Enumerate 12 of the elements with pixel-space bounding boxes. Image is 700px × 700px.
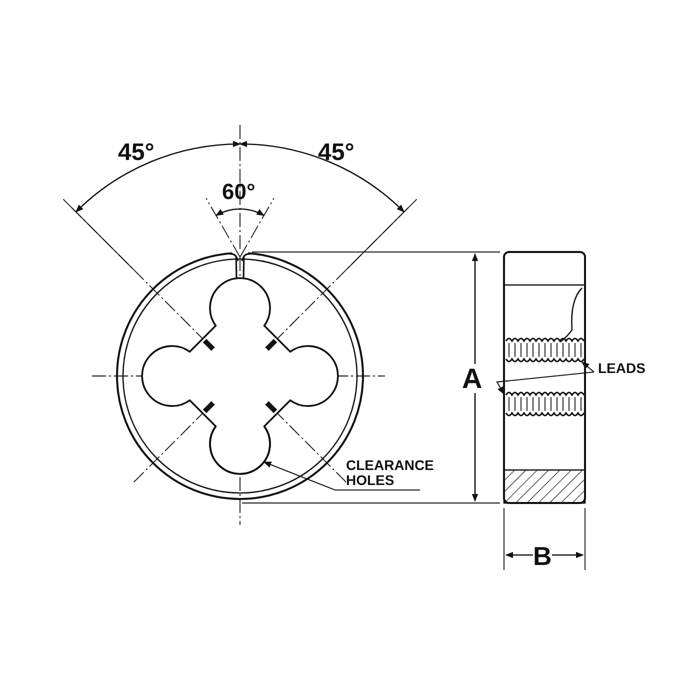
callout-text: LEADS [598, 361, 658, 376]
angle-label: 45° [318, 140, 354, 166]
leader-line [263, 461, 420, 491]
upper-thread-lead [505, 338, 585, 362]
lower-thread-lead [505, 392, 585, 416]
clearance-hole [209, 426, 271, 475]
angle-label: 45° [118, 140, 154, 166]
dimension-label: A [462, 364, 482, 394]
callout-text: CLEARANCE HOLES [346, 458, 466, 488]
angle-label: 60° [222, 180, 256, 204]
leader-line [581, 362, 594, 372]
leader-line [496, 371, 594, 395]
